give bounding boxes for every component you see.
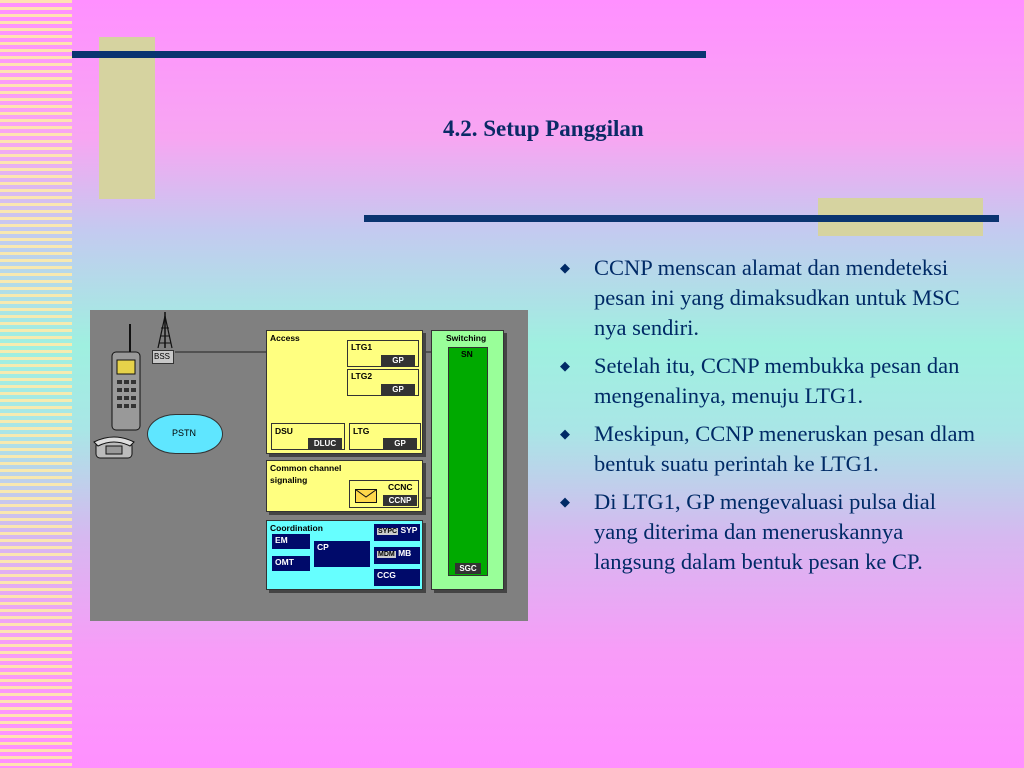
left-stripe-decoration — [0, 0, 72, 768]
dsu-label: DSU — [275, 426, 293, 436]
tan-block-top — [99, 37, 155, 199]
envelope-icon — [355, 489, 377, 503]
mb-label: MB — [398, 548, 412, 558]
sn-label: SN — [461, 349, 473, 359]
common-channel-signaling-box: Common channel signaling CCNC CCNP — [266, 460, 423, 512]
syp-label: SYP — [400, 525, 418, 535]
coordination-box: Coordination EM OMT CP SYPC SYP MDM MB C… — [266, 520, 423, 590]
mid-rule — [364, 215, 999, 222]
mobile-phone-icon — [111, 324, 141, 431]
cp-block: CP — [314, 541, 370, 567]
bullet-text: Setelah itu, CCNP membukka pesan dan men… — [594, 353, 960, 408]
ltg-label: LTG — [353, 426, 370, 436]
antenna-tower-icon — [157, 312, 173, 349]
ltg2-label: LTG2 — [351, 371, 373, 381]
switching-box: Switching SN SGC — [431, 330, 504, 590]
ltg1-box: LTG1 GP — [347, 340, 419, 367]
access-box: Access LTG1 GP LTG2 GP DSU DLUC LTG GP — [266, 330, 423, 454]
ccs-title-line2: signaling — [270, 475, 308, 485]
em-block: EM — [272, 534, 310, 549]
bullet-item: ◆ Setelah itu, CCNP membukka pesan dan me… — [556, 351, 976, 411]
ltg1-label: LTG1 — [351, 342, 373, 352]
ltg2-box: LTG2 GP — [347, 369, 419, 396]
dsu-box: DSU DLUC — [271, 423, 345, 450]
slide-title: 4.2. Setup Panggilan — [443, 116, 644, 141]
mdm-tag: MDM — [377, 551, 396, 558]
bullet-item: ◆ CCNP menscan alamat dan mendeteksi pesa… — [556, 253, 976, 343]
ltg-gp: GP — [383, 438, 417, 449]
diamond-bullet-icon: ◆ — [560, 260, 570, 275]
ccs-title-line1: Common channel — [270, 463, 342, 473]
top-rule — [72, 51, 706, 58]
sn-column: SN SGC — [448, 347, 488, 576]
sypc-tag: SYPC — [377, 528, 399, 535]
dluc-block: DLUC — [308, 438, 342, 449]
bullet-item: ◆ Meskipun, CCNP meneruskan pesan dlam be… — [556, 419, 976, 479]
coordination-title: Coordination — [270, 523, 323, 533]
ltg2-gp: GP — [381, 384, 415, 395]
bss-label: BSS — [154, 352, 171, 361]
omt-block: OMT — [272, 556, 310, 571]
bss-box: BSS — [152, 350, 174, 364]
access-title: Access — [270, 333, 300, 343]
mb-block: MDM MB — [374, 547, 420, 564]
ccnc-label: CCNC — [388, 482, 413, 492]
telephone-icon — [93, 436, 135, 459]
bullet-item: ◆ Di LTG1, GP mengevaluasi pulsa dial yan… — [556, 487, 976, 577]
ltg1-gp: GP — [381, 355, 415, 366]
bullet-text: CCNP menscan alamat dan mendeteksi pesan… — [594, 255, 960, 340]
network-diagram: BSS PSTN Access LTG1 GP LTG2 GP — [90, 310, 528, 621]
ltg-box: LTG GP — [349, 423, 421, 450]
diamond-bullet-icon: ◆ — [560, 358, 570, 373]
diamond-bullet-icon: ◆ — [560, 494, 570, 509]
syp-block: SYPC SYP — [374, 524, 420, 541]
ccnp-block: CCNP — [383, 495, 417, 506]
bullet-list: ◆ CCNP menscan alamat dan mendeteksi pesa… — [556, 253, 976, 585]
ccnc-box: CCNC CCNP — [349, 480, 419, 508]
ccg-block: CCG — [374, 569, 420, 586]
bullet-text: Di LTG1, GP mengevaluasi pulsa dial yang… — [594, 489, 937, 574]
pstn-label: PSTN — [172, 428, 197, 438]
diamond-bullet-icon: ◆ — [560, 426, 570, 441]
sgc-block: SGC — [455, 563, 481, 574]
switching-title: Switching — [446, 333, 487, 343]
pstn-cloud: PSTN — [147, 414, 223, 454]
bullet-text: Meskipun, CCNP meneruskan pesan dlam ben… — [594, 421, 975, 476]
